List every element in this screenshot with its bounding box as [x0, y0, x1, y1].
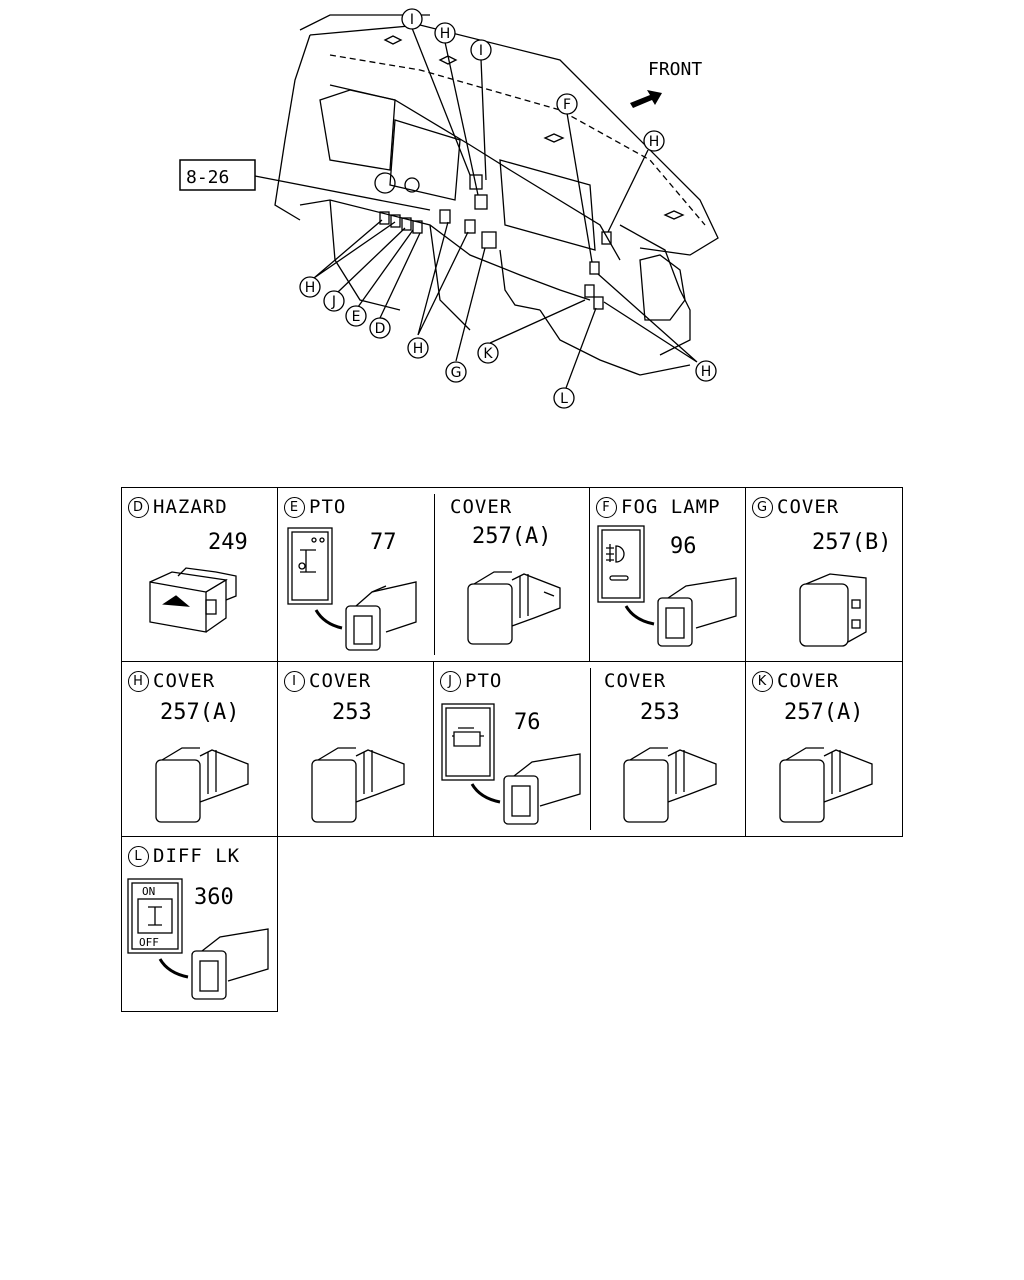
callout-letter: E — [352, 309, 361, 325]
part-number: 257(B) — [812, 530, 892, 555]
cell-title: COVER — [309, 670, 372, 692]
letter-badge: H — [128, 670, 149, 692]
callout-letter: J — [331, 294, 336, 310]
cover-253-icon — [623, 747, 717, 823]
callout-letter: H — [413, 341, 424, 357]
diff-lock-switch-icon: ON OFF — [127, 878, 269, 1000]
cell-title: COVER — [777, 496, 840, 518]
letter-badge: F — [596, 496, 617, 518]
letter-badge: I — [284, 670, 305, 692]
reference-box — [179, 159, 256, 191]
callout-letter: D — [375, 321, 386, 337]
cell-title: COVER — [153, 670, 216, 692]
sub-part-number: 253 — [640, 700, 680, 725]
cover-b-icon — [799, 573, 867, 647]
reference-box-label: 8-26 — [186, 167, 229, 188]
front-arrow-icon — [630, 90, 662, 108]
sub-part-number: 257(A) — [472, 524, 552, 549]
callout-letter: L — [560, 391, 568, 407]
letter-badge: K — [752, 670, 773, 692]
pto-engine-switch-icon — [441, 703, 581, 825]
cell-title: PTO — [309, 496, 347, 518]
cover-253-icon — [311, 747, 405, 823]
callout-letter: H — [440, 26, 451, 42]
switch-on-label: ON — [142, 885, 155, 898]
callout-letter: K — [483, 346, 493, 362]
sub-title: COVER — [450, 496, 513, 518]
cell-divider — [590, 668, 591, 830]
part-number: 253 — [332, 700, 372, 725]
callout-letter: I — [410, 12, 414, 28]
part-number: 96 — [670, 534, 697, 559]
letter-badge: E — [284, 496, 305, 518]
part-number: 257(A) — [784, 700, 864, 725]
cell-title: HAZARD — [153, 496, 228, 518]
cell-title: PTO — [465, 670, 503, 692]
cell-title: COVER — [777, 670, 840, 692]
letter-badge: L — [128, 845, 149, 867]
part-number: 76 — [514, 710, 541, 735]
callout-group — [299, 8, 717, 409]
callout-letter: H — [305, 280, 316, 296]
callout-letter: H — [701, 364, 712, 380]
dash-switch-row-left — [379, 211, 423, 234]
sub-title: COVER — [604, 670, 667, 692]
letter-badge: D — [128, 496, 149, 518]
letter-badge: J — [440, 670, 461, 692]
hazard-switch-icon — [149, 567, 237, 633]
pto-switch-icon — [287, 527, 417, 651]
callout-letter: H — [649, 134, 660, 150]
dashboard-overview-diagram: FRONT 8-26 I H I F H H J E D H G K L H — [179, 8, 719, 409]
callout-letter: I — [479, 43, 483, 59]
part-number: 360 — [194, 885, 234, 910]
front-label: FRONT — [648, 59, 702, 80]
letter-badge: G — [752, 496, 773, 518]
callout-letter: G — [451, 365, 462, 381]
switch-off-label: OFF — [139, 936, 159, 949]
cover-blank-icon — [467, 571, 561, 645]
part-number: 249 — [208, 530, 248, 555]
cover-a-icon — [779, 747, 873, 823]
cell-title: FOG LAMP — [621, 496, 721, 518]
part-number: 77 — [370, 530, 397, 555]
callout-letter: F — [563, 97, 571, 113]
fog-lamp-switch-icon — [597, 525, 737, 647]
part-number: 257(A) — [160, 700, 240, 725]
cover-a-icon — [155, 747, 249, 823]
cell-title: DIFF LK — [153, 845, 241, 867]
cell-divider — [434, 494, 435, 655]
